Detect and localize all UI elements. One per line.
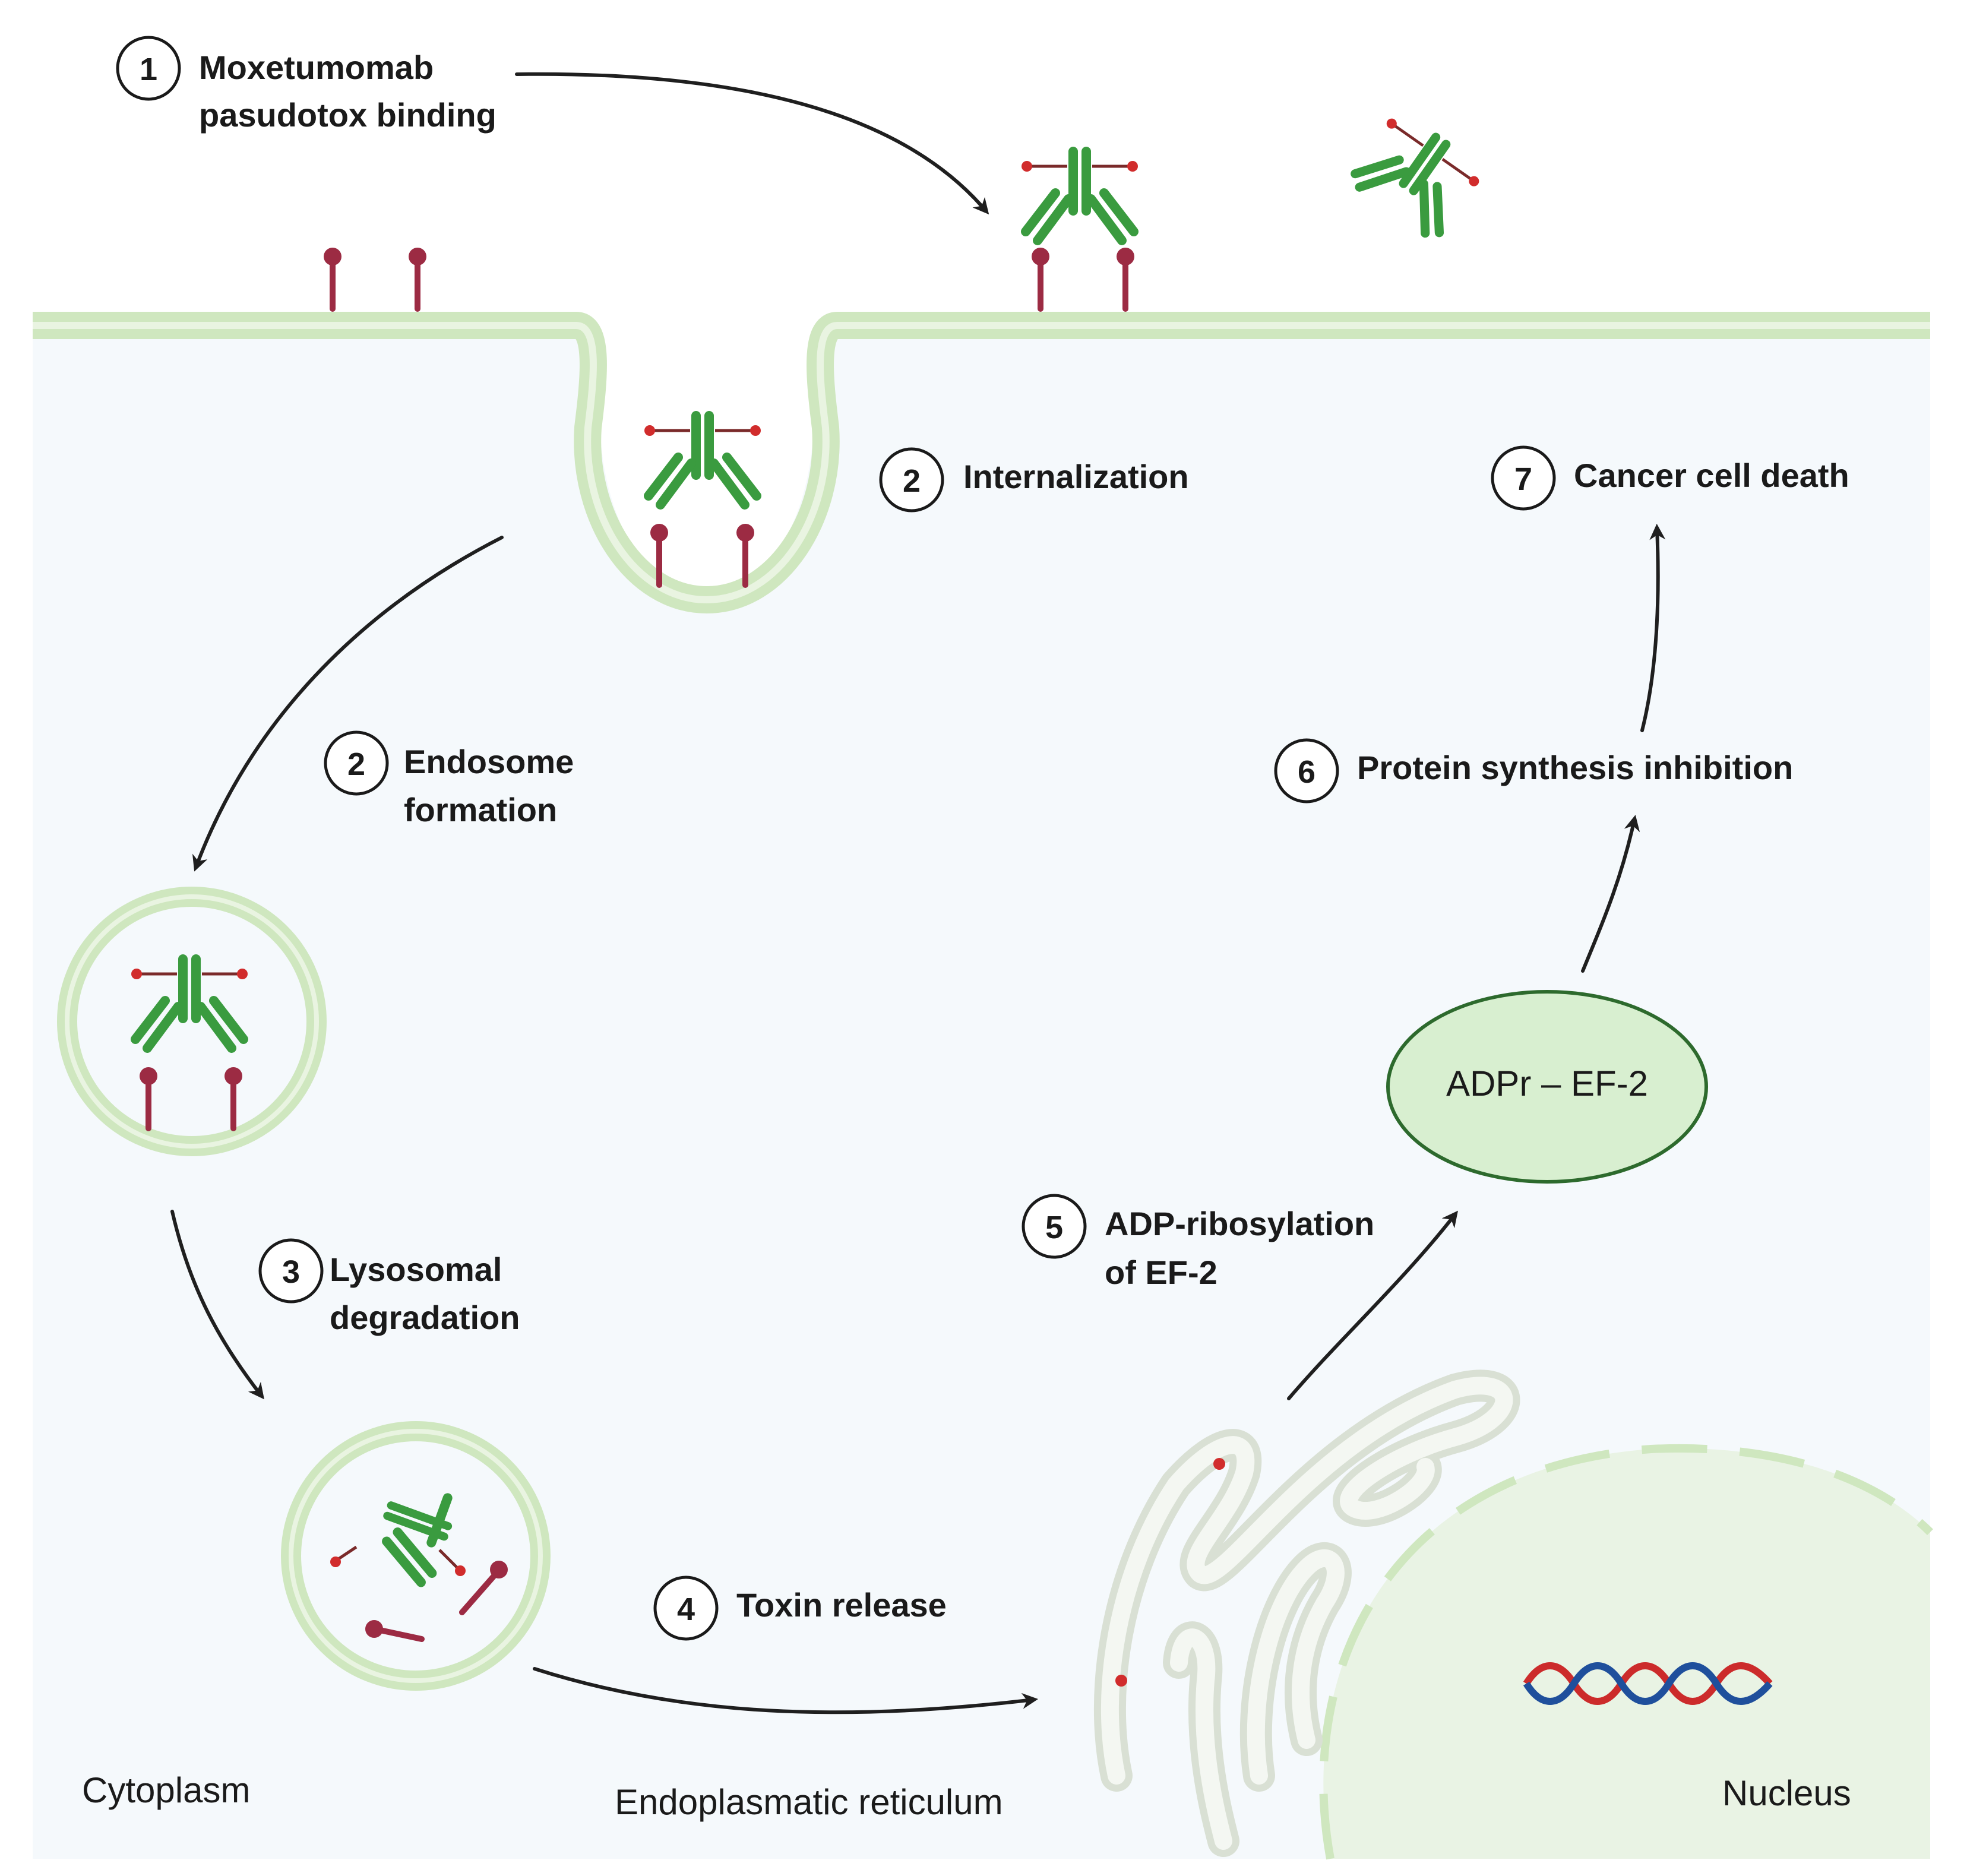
nucleus bbox=[1319, 1444, 1933, 1860]
step-label: Lysosomal bbox=[330, 1251, 502, 1288]
step-label: of EF-2 bbox=[1105, 1254, 1217, 1291]
step-2-endosome: 2 Endosome formation bbox=[324, 730, 574, 828]
step-number-badge bbox=[116, 36, 181, 101]
svg-text:7: 7 bbox=[1514, 461, 1532, 497]
svg-text:2: 2 bbox=[347, 746, 365, 782]
step-label: Cancer cell death bbox=[1574, 457, 1849, 494]
step-number-badge bbox=[653, 1576, 719, 1641]
er-label: Endoplasmatic reticulum bbox=[615, 1782, 1003, 1822]
step-label: ADP-ribosylation bbox=[1105, 1205, 1374, 1242]
step-4: 4 Toxin release bbox=[653, 1576, 947, 1641]
step-5: 5 ADP-ribosylation of EF-2 bbox=[1022, 1194, 1374, 1291]
step-label: degradation bbox=[330, 1299, 520, 1336]
step-number-badge bbox=[1491, 445, 1556, 511]
step-3: 3 Lysosomal degradation bbox=[258, 1238, 520, 1336]
step-6: 6 Protein synthesis inhibition bbox=[1274, 738, 1793, 803]
toxin-icon bbox=[1115, 1675, 1127, 1687]
endosome bbox=[57, 887, 327, 1156]
complex-label: ADPr – EF-2 bbox=[1446, 1064, 1648, 1103]
adpr-ef2-complex: ADPr – EF-2 bbox=[1386, 990, 1708, 1184]
nucleus-label: Nucleus bbox=[1722, 1773, 1851, 1813]
step-label: Toxin release bbox=[736, 1586, 947, 1624]
endoplasmic-reticulum bbox=[1093, 1369, 1520, 1857]
step-label: pasudotox binding bbox=[199, 96, 497, 134]
step-label: Endosome bbox=[404, 743, 574, 780]
step-number-badge bbox=[324, 730, 389, 796]
dna-icon bbox=[1523, 1662, 1773, 1705]
arrow-icon bbox=[170, 72, 1666, 1714]
svg-text:5: 5 bbox=[1045, 1210, 1063, 1245]
step-7: 7 Cancer cell death bbox=[1491, 445, 1849, 511]
step-number-badge bbox=[1022, 1194, 1087, 1259]
cytoplasm-label: Cytoplasm bbox=[82, 1770, 250, 1810]
step-label: Protein synthesis inhibition bbox=[1357, 749, 1793, 786]
step-label: Moxetumomab bbox=[199, 49, 434, 86]
svg-text:2: 2 bbox=[903, 463, 921, 499]
toxin-icon bbox=[330, 1545, 466, 1576]
step-label: Internalization bbox=[963, 458, 1189, 495]
svg-text:1: 1 bbox=[140, 52, 157, 87]
step-2-internalization: 2 Internalization bbox=[879, 447, 1189, 513]
svg-text:3: 3 bbox=[282, 1254, 300, 1290]
svg-text:4: 4 bbox=[677, 1592, 695, 1627]
step-1: 1 Moxetumomab pasudotox binding bbox=[116, 36, 497, 134]
step-number-badge bbox=[879, 447, 944, 513]
receptor-icon bbox=[365, 1561, 508, 1642]
svg-text:6: 6 bbox=[1298, 754, 1315, 790]
lysosome bbox=[281, 1421, 551, 1691]
step-number-badge bbox=[258, 1238, 324, 1304]
step-number-badge bbox=[1274, 738, 1339, 803]
step-label: formation bbox=[404, 791, 557, 828]
toxin-icon bbox=[1213, 1458, 1225, 1470]
